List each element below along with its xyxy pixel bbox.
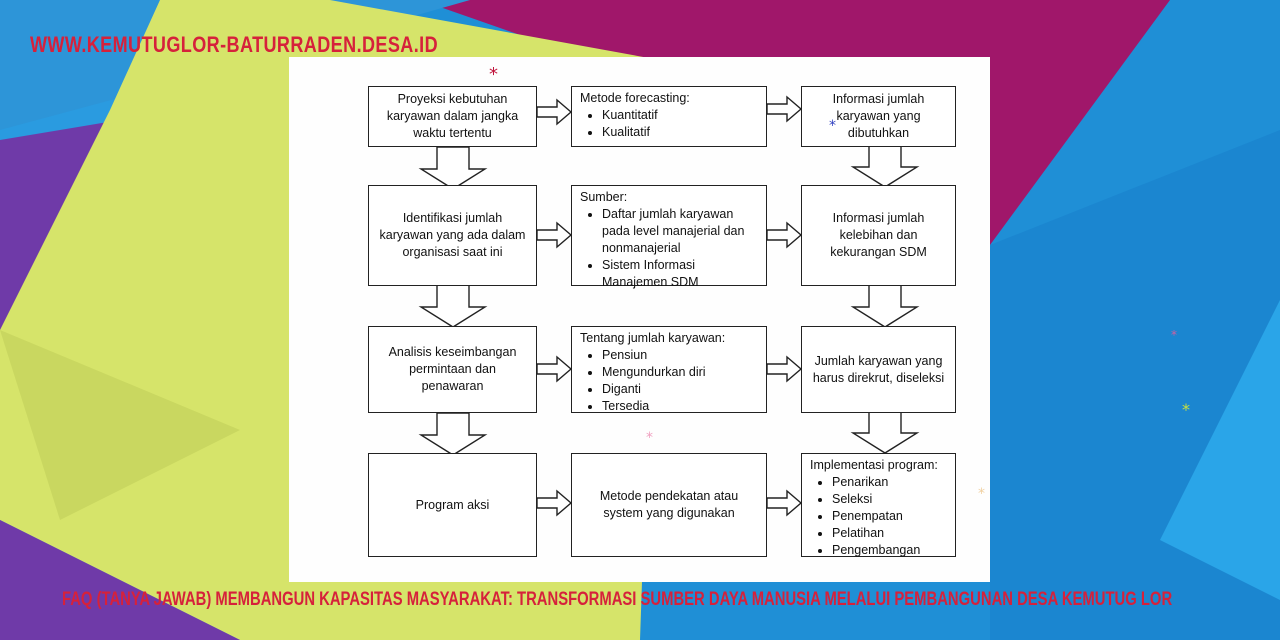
arrow-down-left-1: [420, 146, 486, 190]
box-right-row4-title: Implementasi program:: [810, 458, 938, 472]
sparkle-icon: *: [489, 64, 498, 85]
arrow-down-left-2: [420, 284, 486, 328]
list-item: Pelatihan: [832, 525, 947, 542]
box-middle-row3-title: Tentang jumlah karyawan:: [580, 331, 726, 345]
box-middle-row3: Tentang jumlah karyawan: Pensiun Mengund…: [571, 326, 767, 413]
box-left-row1: Proyeksi kebutuhan karyawan dalam jangka…: [368, 86, 537, 147]
sparkle-icon: *: [646, 430, 653, 446]
arrow-down-right-2: [852, 284, 918, 328]
box-right-row3: Jumlah karyawan yang harus direkrut, dis…: [801, 326, 956, 413]
box-middle-row1-title: Metode forecasting:: [580, 91, 690, 105]
arrow-right-r2-a: [536, 222, 572, 248]
arrow-right-r4-b: [766, 490, 802, 516]
arrow-right-r2-b: [766, 222, 802, 248]
arrow-right-r3-b: [766, 356, 802, 382]
list-item: Tersedia: [602, 398, 758, 415]
box-left-row2: Identifikasi jumlah karyawan yang ada da…: [368, 185, 537, 286]
arrow-right-r3-a: [536, 356, 572, 382]
list-item: Pensiun: [602, 347, 758, 364]
list-item: Penempatan: [832, 508, 947, 525]
site-url[interactable]: WWW.KEMUTUGLOR-BATURRADEN.DESA.ID: [30, 32, 439, 57]
list-item: Kualitatif: [602, 124, 758, 141]
sparkle-icon: *: [1182, 400, 1190, 419]
box-middle-row4: Metode pendekatan atau system yang digun…: [571, 453, 767, 557]
sparkle-icon: *: [978, 486, 985, 502]
box-middle-row2-title: Sumber:: [580, 190, 628, 204]
box-middle-row2: Sumber: Daftar jumlah karyawan pada leve…: [571, 185, 767, 289]
page-caption: FAQ (TANYA JAWAB) MEMBANGUN KAPASITAS MA…: [62, 589, 1173, 610]
arrow-down-right-1: [852, 144, 918, 188]
list-item: Mengundurkan diri: [602, 364, 758, 381]
arrow-down-left-3: [420, 412, 486, 456]
list-item: Daftar jumlah karyawan pada level manaje…: [602, 206, 758, 257]
box-right-row2: Informasi jumlah kelebihan dan kekuranga…: [801, 185, 956, 286]
box-middle-row1: Metode forecasting: Kuantitatif Kualitat…: [571, 86, 767, 147]
list-item: Diganti: [602, 381, 758, 398]
box-right-row4: Implementasi program: Penarikan Seleksi …: [801, 453, 956, 557]
list-item: Sistem Informasi Manajemen SDM: [602, 257, 758, 291]
box-right-row1: Informasi jumlah karyawan yang dibutuhka…: [801, 86, 956, 147]
box-left-row4: Program aksi: [368, 453, 537, 557]
list-item: Kuantitatif: [602, 107, 758, 124]
list-item: Penarikan: [832, 474, 947, 491]
diagram-panel: Proyeksi kebutuhan karyawan dalam jangka…: [289, 57, 990, 582]
list-item: Pengembangan: [832, 542, 947, 559]
arrow-right-r4-a: [536, 490, 572, 516]
sparkle-icon: *: [829, 118, 836, 134]
list-item: Seleksi: [832, 491, 947, 508]
box-left-row3: Analisis keseimbangan permintaan dan pen…: [368, 326, 537, 413]
arrow-right-r1-b: [766, 96, 802, 122]
arrow-right-r1-a: [536, 99, 572, 125]
arrow-down-right-3: [852, 410, 918, 454]
sparkle-icon: *: [1171, 328, 1177, 342]
